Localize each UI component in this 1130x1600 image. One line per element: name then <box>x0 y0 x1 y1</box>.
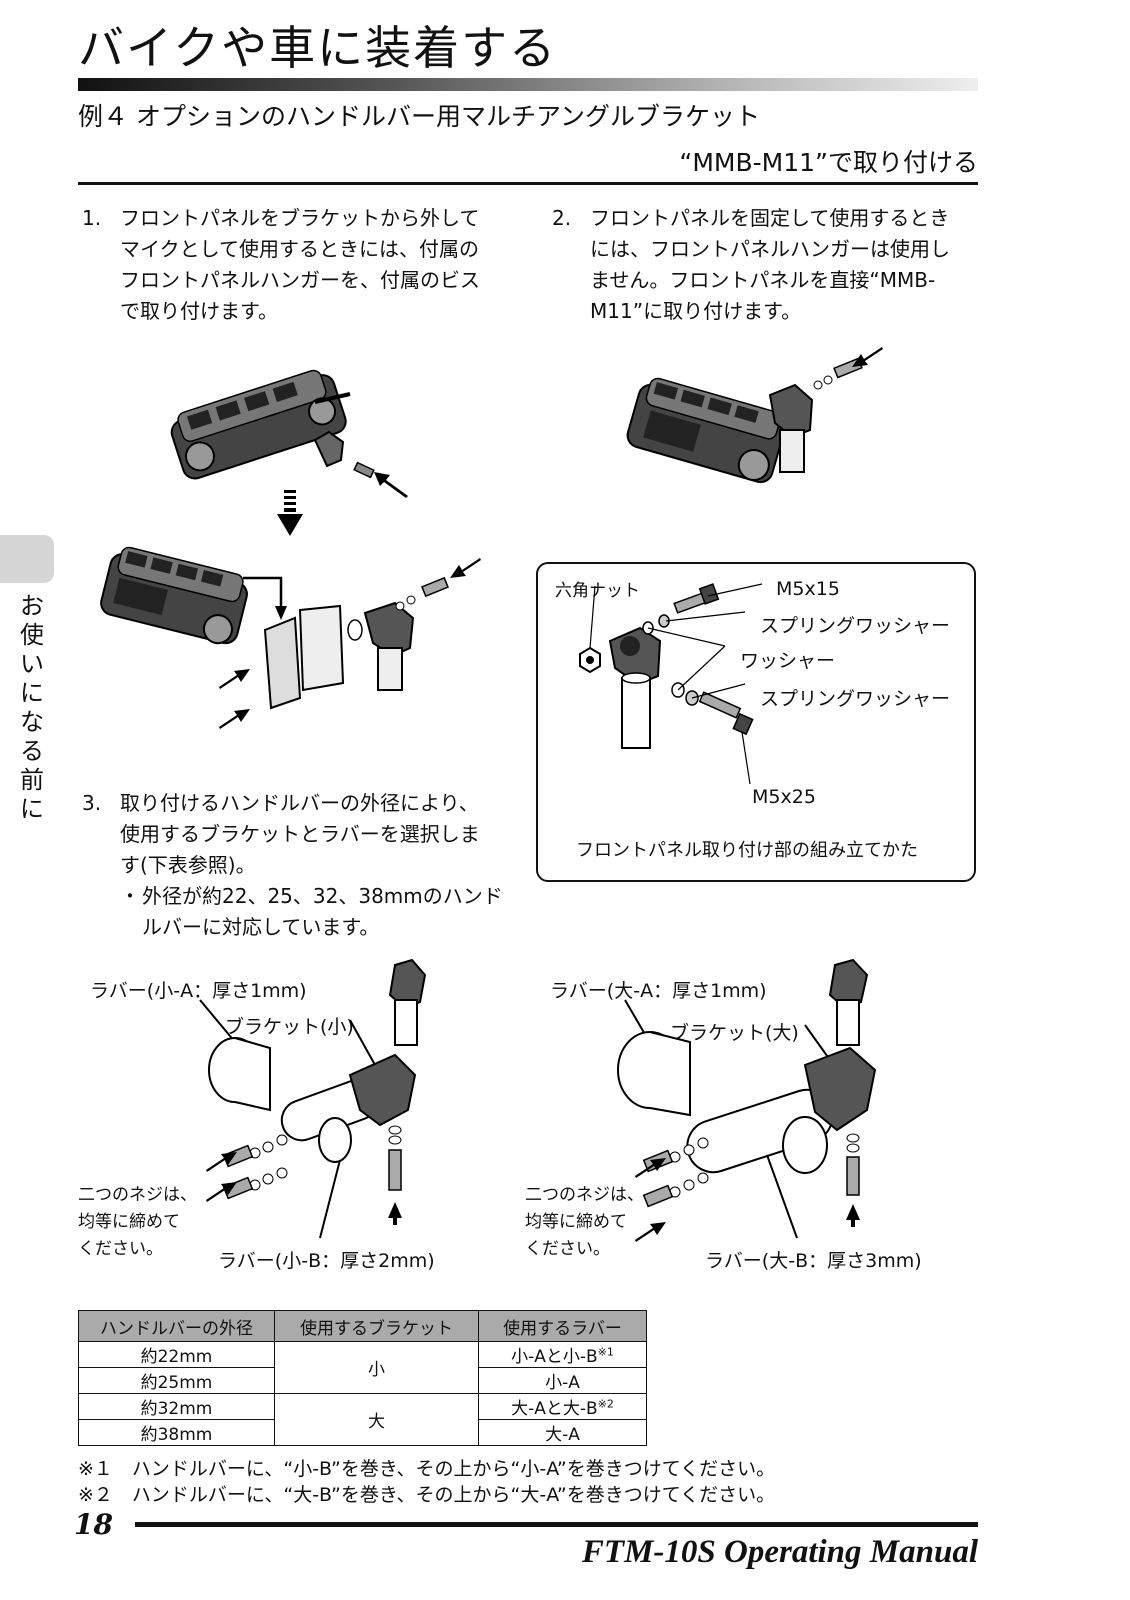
arrow-icon <box>450 558 481 578</box>
section-subtitle-model: “MMB-M11”で取り付ける <box>679 148 978 177</box>
step-line: す(下表参照)。 <box>120 853 256 877</box>
table-cell-rubber: 小-A <box>478 1367 647 1394</box>
step-number: 1. <box>82 206 102 230</box>
side-tab-marker[interactable] <box>0 535 54 583</box>
bullet-mark: ・ <box>120 884 140 908</box>
table-cell-rubber: 小-Aと小-B※1 <box>478 1341 647 1368</box>
label-spring-washer-bottom: スプリングワッシャー <box>760 688 951 710</box>
table-row: 約38mm 大-A <box>78 1419 647 1446</box>
table-cell-bracket: 大 <box>274 1393 479 1446</box>
screw-note-line: ください。 <box>78 1239 163 1259</box>
label-hex-nut: 六角ナット <box>555 581 640 601</box>
label-m5x25: M5x25 <box>752 786 816 808</box>
label-bracket-small: ブラケット(小) <box>225 1016 354 1038</box>
arrow-icon <box>635 1222 666 1242</box>
page-number: 18 <box>74 1508 113 1541</box>
arrow-icon <box>374 472 408 498</box>
arrow-icon <box>206 1152 237 1172</box>
label-m5x15: M5x15 <box>776 578 840 600</box>
label-rubber-small-a: ラバー(小-A：厚さ1mm) <box>90 980 307 1002</box>
step-line: 使用するブラケットとラバーを選択しま <box>120 822 480 846</box>
screw-note-line: 均等に締めて <box>525 1212 627 1232</box>
table-cell-rubber: 大-Aと大-B※2 <box>478 1393 647 1420</box>
step-line: ルバーに対応しています。 <box>142 915 380 939</box>
label-rubber-large-a: ラバー(大-A：厚さ1mm) <box>550 980 767 1002</box>
assembly-caption: フロントパネル取り付け部の組み立てかた <box>576 840 918 861</box>
table-cell-rubber: 大-A <box>478 1419 647 1446</box>
header-divider <box>78 182 978 185</box>
table-row: 約25mm 小-A <box>78 1367 647 1394</box>
step-line: 外径が約22、25、32、38mmのハンド <box>142 884 503 908</box>
screw-note-line: ください。 <box>525 1239 610 1259</box>
step-line: マイクとして使用するときには、付属の <box>120 237 479 261</box>
section-subtitle: 例４ オプションのハンドルバー用マルチアングルブラケット <box>78 102 760 131</box>
screw-note-line: 二つのネジは、 <box>525 1185 644 1205</box>
table-header-row: ハンドルバーの外径 使用するブラケット 使用するラバー <box>78 1310 647 1342</box>
screw-note-line: 二つのネジは、 <box>78 1185 197 1205</box>
assembly-diagram <box>579 583 763 785</box>
label-rubber-small-b: ラバー(小-B：厚さ2mm) <box>218 1250 435 1272</box>
bracket-large-illustration <box>617 958 877 1239</box>
screw-note-large: 二つのネジは、 均等に締めて ください。 <box>525 1182 644 1263</box>
footer-divider <box>135 1522 978 1527</box>
footnote-mark: ※1 <box>597 1345 614 1359</box>
label-spring-washer-top: スプリングワッシャー <box>760 615 951 637</box>
bracket-small-illustration <box>199 958 427 1239</box>
table-cell-diameter: 約32mm <box>78 1393 275 1420</box>
table-row: 約32mm 大 大-Aと大-B※2 <box>78 1393 647 1446</box>
arrow-icon <box>635 1158 666 1178</box>
bracket-rubber-table: ハンドルバーの外径 使用するブラケット 使用するラバー 約22mm 小 小-Aと… <box>78 1310 647 1446</box>
step-1: 1. フロントパネルをブラケットから外して マイクとして使用するときには、付属の… <box>82 203 522 327</box>
panel-direct-mount-illustration <box>626 357 863 484</box>
rubber-value: 大-Aと大-B <box>511 1399 598 1419</box>
step-line: フロントパネルをブラケットから外して <box>120 206 480 230</box>
arrow-icon <box>219 709 250 729</box>
arrow-icon <box>852 347 883 367</box>
assembly-figure <box>536 562 976 882</box>
label-washer: ワッシャー <box>740 650 836 672</box>
step-line: で取り付けます。 <box>120 299 278 323</box>
table-header: ハンドルバーの外径 <box>78 1310 275 1342</box>
footnote-mark: ※2 <box>597 1397 614 1411</box>
table-row: 約22mm 小 小-Aと小-B※1 <box>78 1341 647 1394</box>
step-bullet: ・ 外径が約22、25、32、38mmのハンド ルバーに対応しています。 <box>120 881 522 943</box>
screw-note-small: 二つのネジは、 均等に締めて ください。 <box>78 1182 197 1263</box>
table-header: 使用するラバー <box>478 1310 647 1342</box>
step-line: フロントパネルハンガーを、付属のビス <box>120 268 480 292</box>
title-gradient-bar <box>78 78 978 91</box>
step-number: 3. <box>82 791 102 815</box>
step-line: M11”に取り付けます。 <box>590 299 802 323</box>
step-3: 3. 取り付けるハンドルバーの外径により、 使用するブラケットとラバーを選択しま… <box>82 788 522 943</box>
label-rubber-large-b: ラバー(大-B：厚さ3mm) <box>705 1250 922 1272</box>
panel-hanger-illustration <box>170 369 375 480</box>
side-tab-label: お使いになる前に <box>20 592 44 823</box>
table-cell-diameter: 約25mm <box>78 1367 275 1394</box>
table-cell-diameter: 約38mm <box>78 1419 275 1446</box>
step-line: 取り付けるハンドルバーの外径により、 <box>120 791 479 815</box>
page-title: バイクや車に装着する <box>78 21 558 75</box>
table-cell-bracket: 小 <box>274 1341 479 1394</box>
table-cell-diameter: 約22mm <box>78 1341 275 1368</box>
step-number: 2. <box>552 206 572 230</box>
step-line: には、フロントパネルハンガーは使用し <box>590 237 950 261</box>
screw-note-line: 均等に締めて <box>78 1212 180 1232</box>
down-arrow-icon <box>277 490 303 536</box>
label-bracket-large: ブラケット(大) <box>670 1022 799 1044</box>
footnote-2: ※２ ハンドルバーに、“大-B”を巻き、その上から“大-A”を巻きつけてください… <box>78 1484 776 1506</box>
footnote-1: ※１ ハンドルバーに、“小-B”を巻き、その上から“小-A”を巻きつけてください… <box>78 1458 776 1480</box>
manual-title: FTM-10S Operating Manual <box>581 1534 978 1570</box>
panel-bracket-illustration <box>100 546 449 710</box>
arrow-icon <box>219 669 250 689</box>
step-2: 2. フロントパネルを固定して使用するとき には、フロントパネルハンガーは使用し… <box>552 203 982 327</box>
arrow-icon <box>206 1182 237 1202</box>
step-line: ません。フロントパネルを直接“MMB- <box>590 268 936 292</box>
step-line: フロントパネルを固定して使用するとき <box>590 206 950 230</box>
table-header: 使用するブラケット <box>274 1310 479 1342</box>
rubber-value: 小-Aと小-B <box>511 1347 598 1367</box>
